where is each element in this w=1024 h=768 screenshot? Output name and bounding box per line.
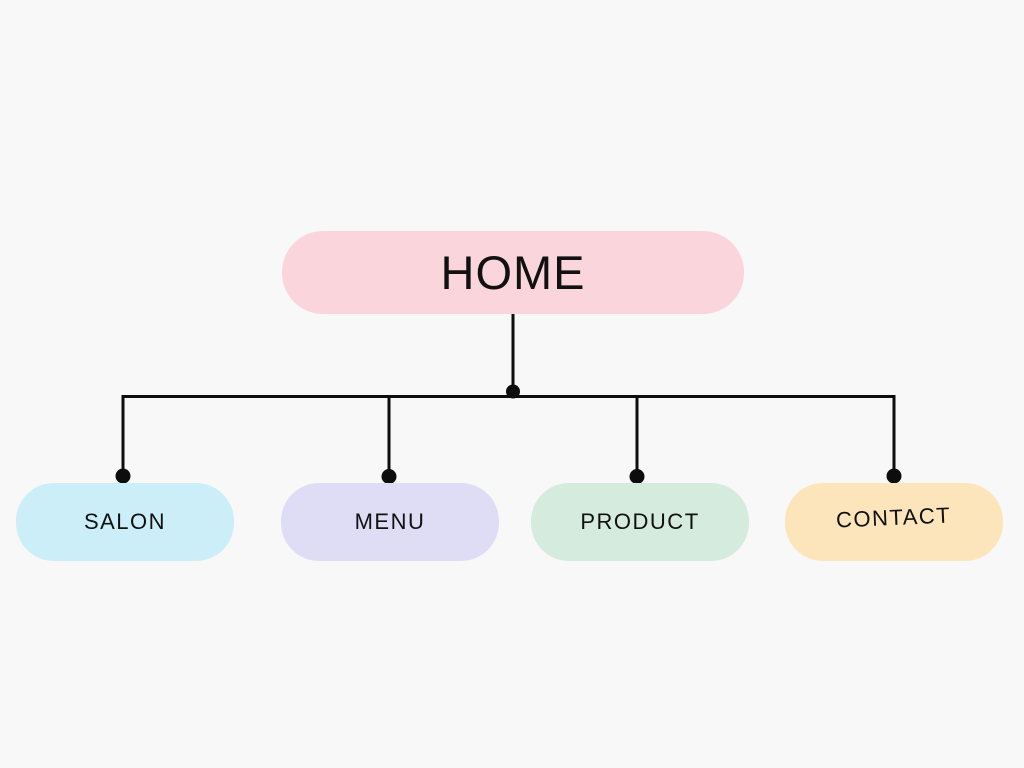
endpoint-dot-menu	[381, 469, 397, 484]
node-home[interactable]: HOME	[282, 231, 744, 314]
endpoint-dot-salon	[115, 468, 131, 484]
junction-dot	[506, 384, 520, 399]
node-menu[interactable]: MENU	[281, 483, 499, 561]
endpoint-dot-product	[629, 469, 645, 484]
node-product[interactable]: PRODUCT	[531, 483, 749, 561]
node-product-label: PRODUCT	[580, 509, 700, 534]
node-contact[interactable]: CONTACT	[785, 483, 1003, 561]
node-home-label: HOME	[440, 246, 586, 299]
node-salon-label: SALON	[83, 509, 167, 534]
node-menu-label: MENU	[354, 509, 426, 534]
node-salon[interactable]: SALON	[16, 483, 234, 561]
node-contact-label: CONTACT	[835, 502, 953, 533]
endpoint-dot-contact	[886, 468, 902, 484]
